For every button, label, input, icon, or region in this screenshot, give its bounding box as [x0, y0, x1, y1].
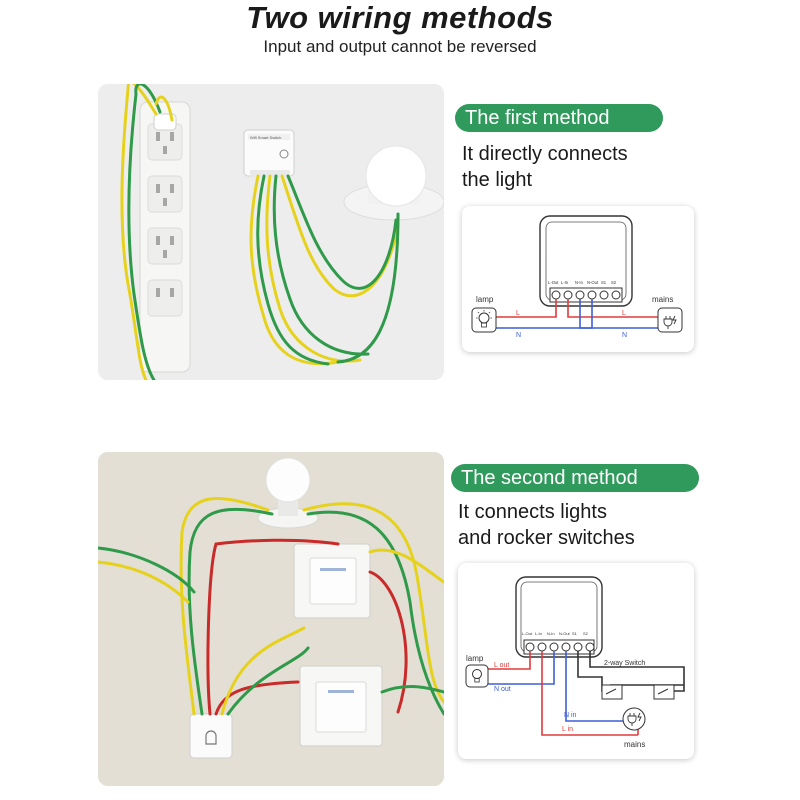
terminal-label: S1 [572, 631, 578, 636]
terminal-label: N-Out [587, 280, 599, 285]
terminal-screw [585, 642, 595, 652]
terminal-label: S2 [611, 280, 617, 285]
wifi-switch-module [189, 713, 233, 759]
terminal-label: L-In [561, 280, 569, 285]
rocker-switch-2 [299, 665, 383, 747]
wire-label-n-right: N [622, 332, 627, 339]
wire-label-l-out: L out [494, 662, 509, 669]
wire-label-l-left: L [516, 310, 520, 317]
terminal-screw [561, 642, 571, 652]
terminal-screw [599, 290, 609, 300]
second-method-badge: The second method [451, 464, 699, 492]
wire-label-n-left: N [516, 332, 521, 339]
terminal-label: N-In [547, 631, 555, 636]
terminal-label: N-In [575, 280, 584, 285]
terminal-label: L-Out [522, 631, 533, 636]
second-method-diagram: L-Out L-In N-In N-Out S1 S2 [458, 563, 694, 759]
lamp-icon: lamp [471, 295, 497, 333]
first-method-description: It directly connects the light [462, 141, 762, 193]
mains-icon: mains [622, 707, 646, 749]
lamp-photo [343, 145, 444, 221]
module-outline [539, 215, 633, 307]
photo-second-method [98, 452, 444, 786]
terminal-screw [611, 290, 621, 300]
mains-label: mains [624, 740, 645, 749]
second-method-desc-line1: It connects lights [458, 501, 607, 523]
lamp-icon: lamp [465, 654, 489, 688]
terminal-screw [525, 642, 535, 652]
rocker-switch-1 [293, 543, 371, 619]
terminal-label: S2 [583, 631, 589, 636]
page-title: Two wiring methods [246, 0, 554, 35]
first-method-diagram: L-Out L-In N-In N-Out S1 S2 L N L N [462, 206, 694, 352]
first-method-badge: The first method [455, 104, 663, 132]
lamp-label: lamp [476, 295, 494, 304]
switch-label: 2-way Switch [604, 660, 645, 667]
mains-label: mains [652, 295, 673, 304]
terminal-screw [563, 290, 573, 300]
terminal-label: N-Out [559, 631, 571, 636]
terminal-screw [549, 642, 559, 652]
wire-label-l-in: L in [562, 726, 573, 733]
lamp-label: lamp [466, 654, 484, 663]
terminal-screw [551, 290, 561, 300]
terminal-screw [575, 290, 585, 300]
terminal-screw [573, 642, 583, 652]
two-way-switch-2 [653, 684, 675, 700]
terminal-label: L-Out [548, 280, 559, 285]
wire-label-n-out: N out [494, 686, 511, 693]
terminal-screw [587, 290, 597, 300]
second-method-description: It connects lights and rocker switches [458, 499, 778, 551]
module-label: Wifi Smart Switch [250, 135, 281, 140]
wifi-switch-module: Wifi Smart Switch [243, 129, 295, 178]
power-strip [139, 101, 191, 373]
photo-first-method: Wifi Smart Switch [98, 84, 444, 380]
terminal-label: S1 [601, 280, 607, 285]
two-way-switch-1 [601, 684, 623, 700]
mains-icon: mains [652, 295, 683, 333]
second-method-desc-line2: and rocker switches [458, 527, 635, 549]
wire-label-l-right: L [622, 310, 626, 317]
terminal-screw [537, 642, 547, 652]
first-method-desc-line1: It directly connects [462, 143, 628, 165]
terminal-label: L-In [535, 631, 542, 636]
page-subtitle: Input and output cannot be reversed [263, 37, 537, 56]
module-outline [515, 576, 603, 658]
first-method-desc-line2: the light [462, 169, 533, 191]
wire-label-n-in: N in [564, 712, 577, 719]
